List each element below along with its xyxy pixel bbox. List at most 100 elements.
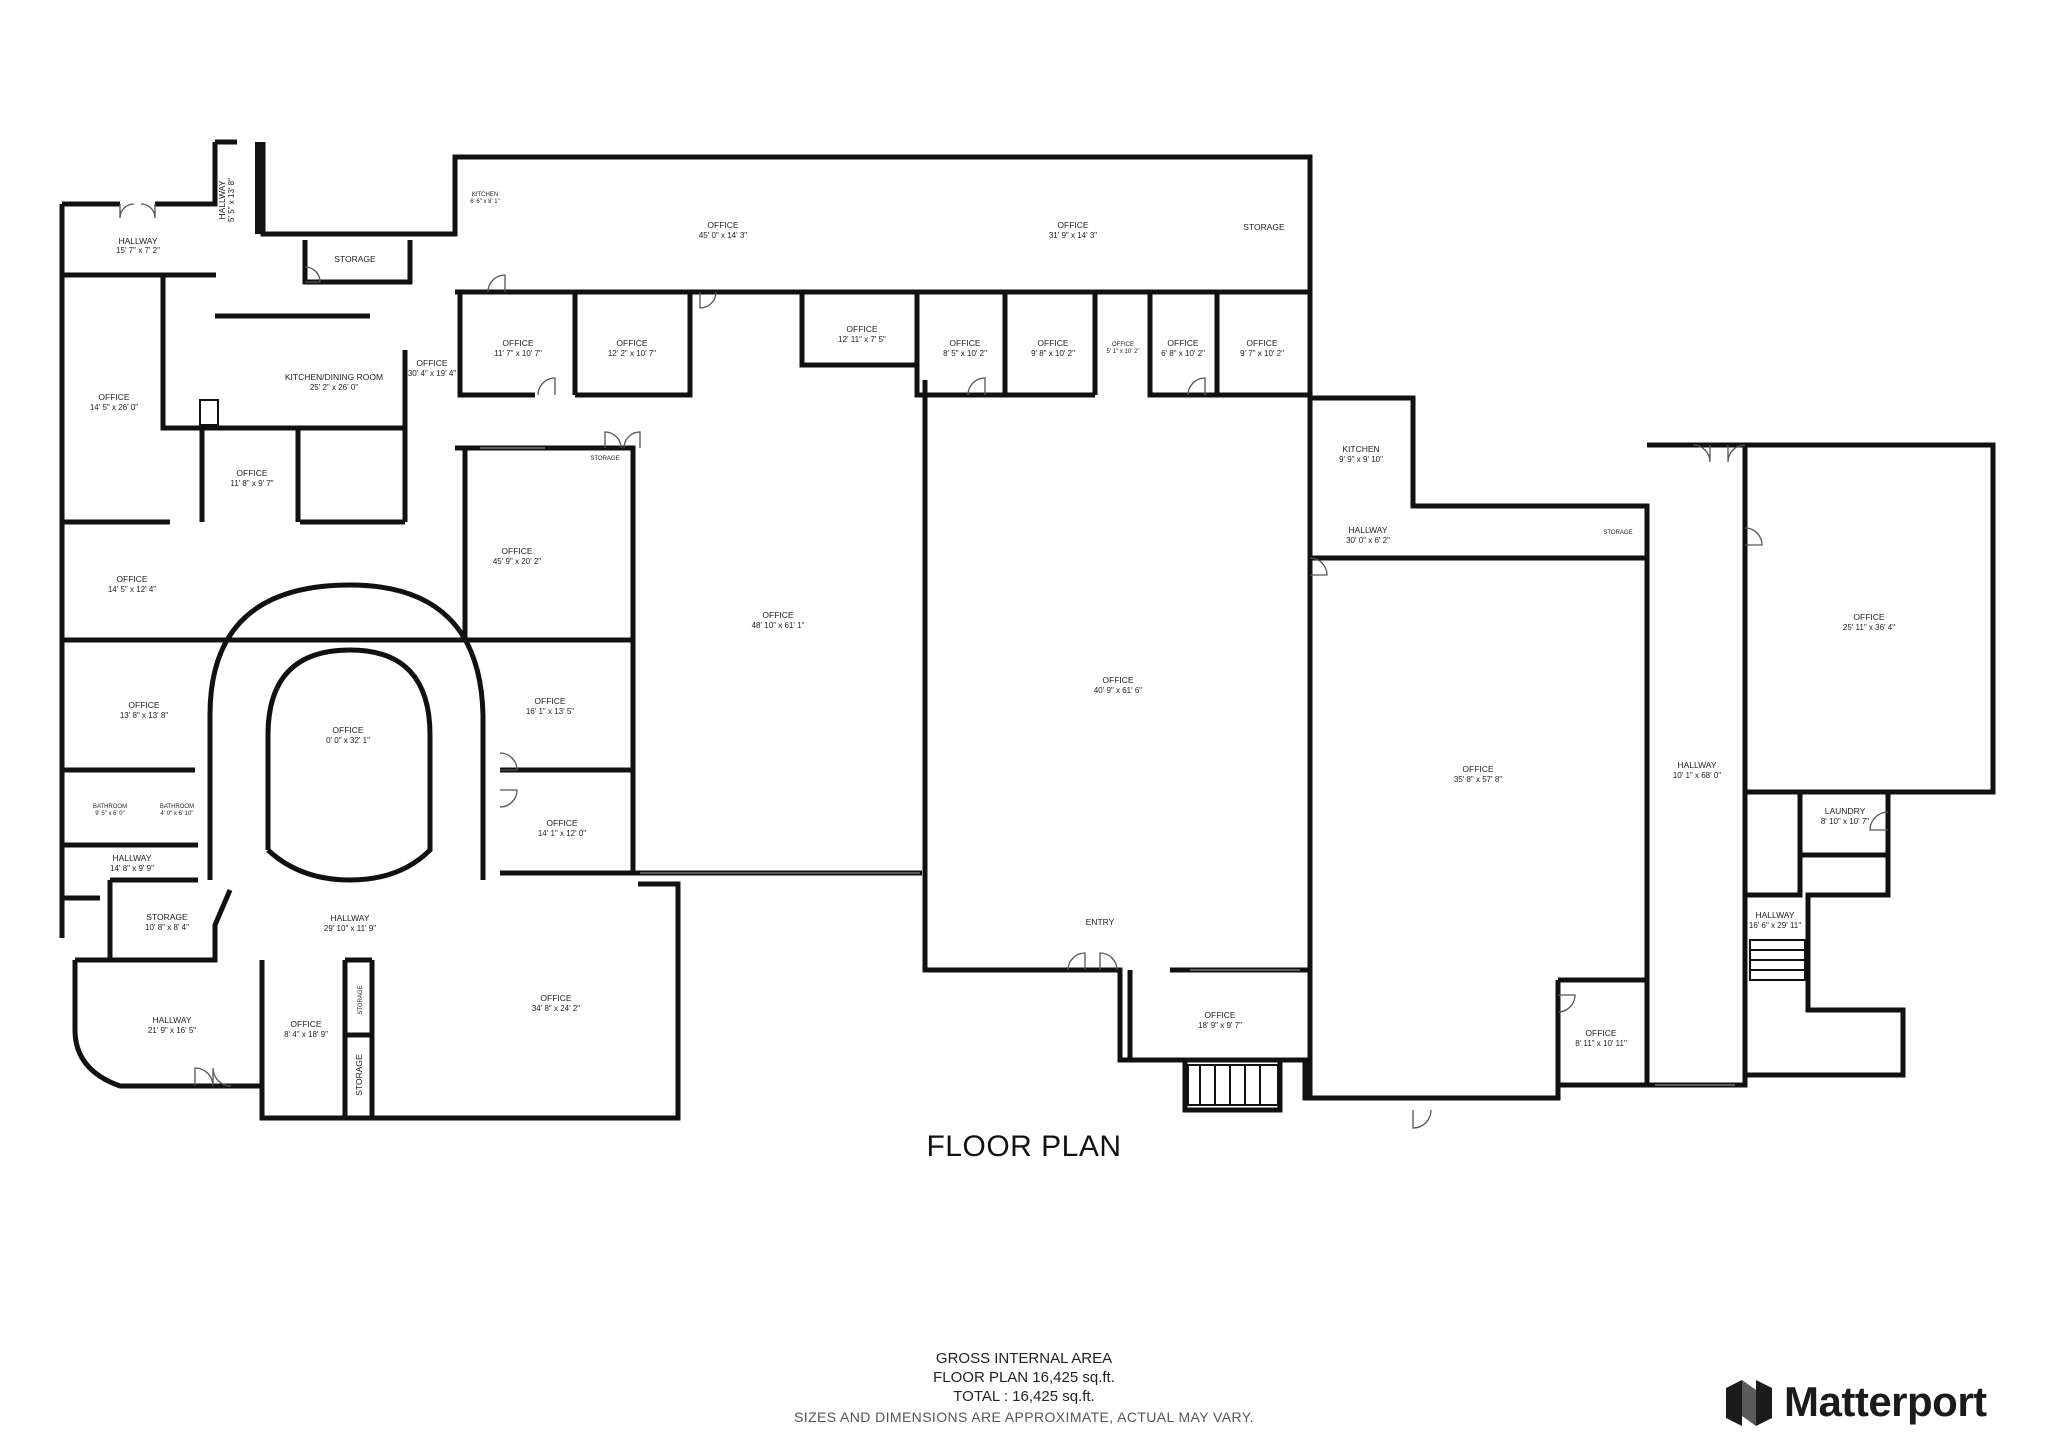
room-dimension: 45' 0" x 14' 3" xyxy=(699,231,747,240)
room-dimension: 9' 8" x 10' 2" xyxy=(1031,349,1075,358)
room-label: OFFICE xyxy=(1167,338,1198,348)
room-dimension: 12' 11" x 7' 5" xyxy=(838,335,886,344)
room-label: STORAGE xyxy=(1603,530,1632,536)
room-label: STORAGE xyxy=(146,912,188,922)
room-dimension: 30' 0" x 6' 2" xyxy=(1346,536,1390,545)
room-label: BATHROOM xyxy=(93,804,127,810)
room-label: HALLWAY xyxy=(1755,910,1794,920)
room-label: KITCHEN xyxy=(1342,444,1379,454)
room-label: OFFICE xyxy=(332,725,363,735)
room-dimension: 25' 2" x 26' 0" xyxy=(310,383,358,392)
walls xyxy=(59,139,1996,1121)
room-label: OFFICE xyxy=(546,818,577,828)
room-dimension: 21' 9" x 16' 5" xyxy=(148,1026,196,1035)
room-label: OFFICE xyxy=(707,220,738,230)
brand-name: Matterport xyxy=(1784,1378,1987,1425)
room-label: OFFICE xyxy=(1246,338,1277,348)
room-dimension: 6' 8" x 10' 2" xyxy=(1161,349,1205,358)
matterport-logo-icon xyxy=(1726,1380,1772,1426)
room-dimension: 8' 10" x 10' 7" xyxy=(1821,817,1869,826)
room-label: OFFICE xyxy=(1057,220,1088,230)
room-dimension: 29' 10" x 11' 9" xyxy=(324,924,376,933)
room-dimension: 10' 8" x 8' 4" xyxy=(145,923,189,932)
room-label: OFFICE xyxy=(846,324,877,334)
room-dimension: 10' 1" x 68' 0" xyxy=(1673,771,1721,780)
room-label: BATHROOM xyxy=(160,804,194,810)
room-dimension: 16' 1" x 13' 5" xyxy=(526,707,574,716)
room-dimension: 8' 11" x 10' 11" xyxy=(1575,1039,1627,1048)
matterport-logo: Matterport xyxy=(1726,1376,2026,1432)
room-label: OFFICE xyxy=(1037,338,1068,348)
room-label: HALLWAY xyxy=(118,236,157,246)
room-label: OFFICE xyxy=(1462,764,1493,774)
room-label: OFFICE xyxy=(1204,1010,1235,1020)
room-label: OFFICE xyxy=(290,1019,321,1029)
room-label: OFFICE xyxy=(1112,342,1134,348)
room-label: HALLWAY xyxy=(152,1015,191,1025)
room-label: OFFICE xyxy=(534,696,565,706)
room-dimension: 11' 7" x 10' 7" xyxy=(494,349,542,358)
room-dimension: 0' 0" x 32' 1" xyxy=(326,736,370,745)
room-dimension: 13' 8" x 13' 8" xyxy=(120,711,168,720)
disclaimer: SIZES AND DIMENSIONS ARE APPROXIMATE, AC… xyxy=(794,1409,1254,1425)
room-dimension: 8' 4" x 18' 9" xyxy=(284,1030,328,1039)
room-label: HALLWAY xyxy=(1348,525,1387,535)
room-label: OFFICE xyxy=(616,338,647,348)
room-dimension: 16' 6" x 29' 11" xyxy=(1749,921,1801,930)
room-labels: HALLWAY 15' 7" x 7' 2" HALLWAY 5' 5" x 1… xyxy=(90,178,1895,1096)
room-label: HALLWAY xyxy=(217,180,227,219)
room-label: OFFICE xyxy=(98,392,129,402)
room-dimension: 12' 2" x 10' 7" xyxy=(608,349,656,358)
room-label: STORAGE xyxy=(354,1054,364,1096)
room-dimension: 34' 8" x 24' 2" xyxy=(532,1004,580,1013)
room-dimension: 6' 6" x 8' 1" xyxy=(470,199,500,205)
room-dimension: 14' 5" x 12' 4" xyxy=(108,585,156,594)
room-dimension: 15' 7" x 7' 2" xyxy=(116,246,160,255)
room-label: STORAGE xyxy=(590,456,619,462)
room-label: OFFICE xyxy=(1585,1028,1616,1038)
room-dimension: 25' 11" x 36' 4" xyxy=(1843,623,1895,632)
room-dimension: 5' 5" x 13' 8" xyxy=(227,178,236,222)
room-dimension: 18' 9" x 9' 7" xyxy=(1198,1021,1242,1030)
room-label: LAUNDRY xyxy=(1825,806,1866,816)
room-dimension: 9' 7" x 10' 2" xyxy=(1240,349,1284,358)
room-label: STORAGE xyxy=(334,254,376,264)
room-label: OFFICE xyxy=(1102,675,1133,685)
room-label: OFFICE xyxy=(762,610,793,620)
room-label: STORAGE xyxy=(1243,222,1285,232)
room-label: OFFICE xyxy=(501,546,532,556)
room-label: ENTRY xyxy=(1086,917,1115,927)
room-dimension: 31' 9" x 14' 3" xyxy=(1049,231,1097,240)
room-dimension: 45' 9" x 20' 2" xyxy=(493,557,541,566)
room-label: OFFICE xyxy=(502,338,533,348)
plan-title: FLOOR PLAN xyxy=(926,1130,1122,1163)
room-label: STORAGE xyxy=(358,985,364,1014)
room-dimension: 40' 9" x 61' 6" xyxy=(1094,686,1142,695)
total-area: TOTAL : 16,425 sq.ft. xyxy=(953,1388,1095,1405)
room-dimension: 48' 10" x 61' 1" xyxy=(752,621,805,630)
room-dimension: 8' 5" x 10' 2" xyxy=(943,349,987,358)
room-dimension: 9' 5" x 6' 0" xyxy=(95,811,125,817)
room-dimension: 30' 4" x 19' 4" xyxy=(408,369,456,378)
room-label: OFFICE xyxy=(236,468,267,478)
room-label: OFFICE xyxy=(540,993,571,1003)
doors xyxy=(119,203,1889,1129)
room-dimension: 14' 8" x 9' 9" xyxy=(110,864,154,873)
room-label: OFFICE xyxy=(416,358,447,368)
room-label: KITCHEN xyxy=(472,192,498,198)
room-dimension: 35' 8" x 57' 8" xyxy=(1454,775,1502,784)
room-label: KITCHEN/DINING ROOM xyxy=(285,372,383,382)
floor-plan-area: FLOOR PLAN 16,425 sq.ft. xyxy=(933,1369,1115,1386)
room-label: HALLWAY xyxy=(330,913,369,923)
room-label: OFFICE xyxy=(116,574,147,584)
details xyxy=(199,142,1806,1106)
room-label: OFFICE xyxy=(1853,612,1884,622)
room-label: OFFICE xyxy=(949,338,980,348)
room-dimension: 14' 5" x 26' 0" xyxy=(90,403,138,412)
gross-area-heading: GROSS INTERNAL AREA xyxy=(935,1350,1113,1367)
room-label: HALLWAY xyxy=(1677,760,1716,770)
room-label: OFFICE xyxy=(128,700,159,710)
room-dimension: 14' 1" x 12' 0" xyxy=(538,829,586,838)
room-dimension: 4' 0" x 6' 10" xyxy=(161,811,194,817)
